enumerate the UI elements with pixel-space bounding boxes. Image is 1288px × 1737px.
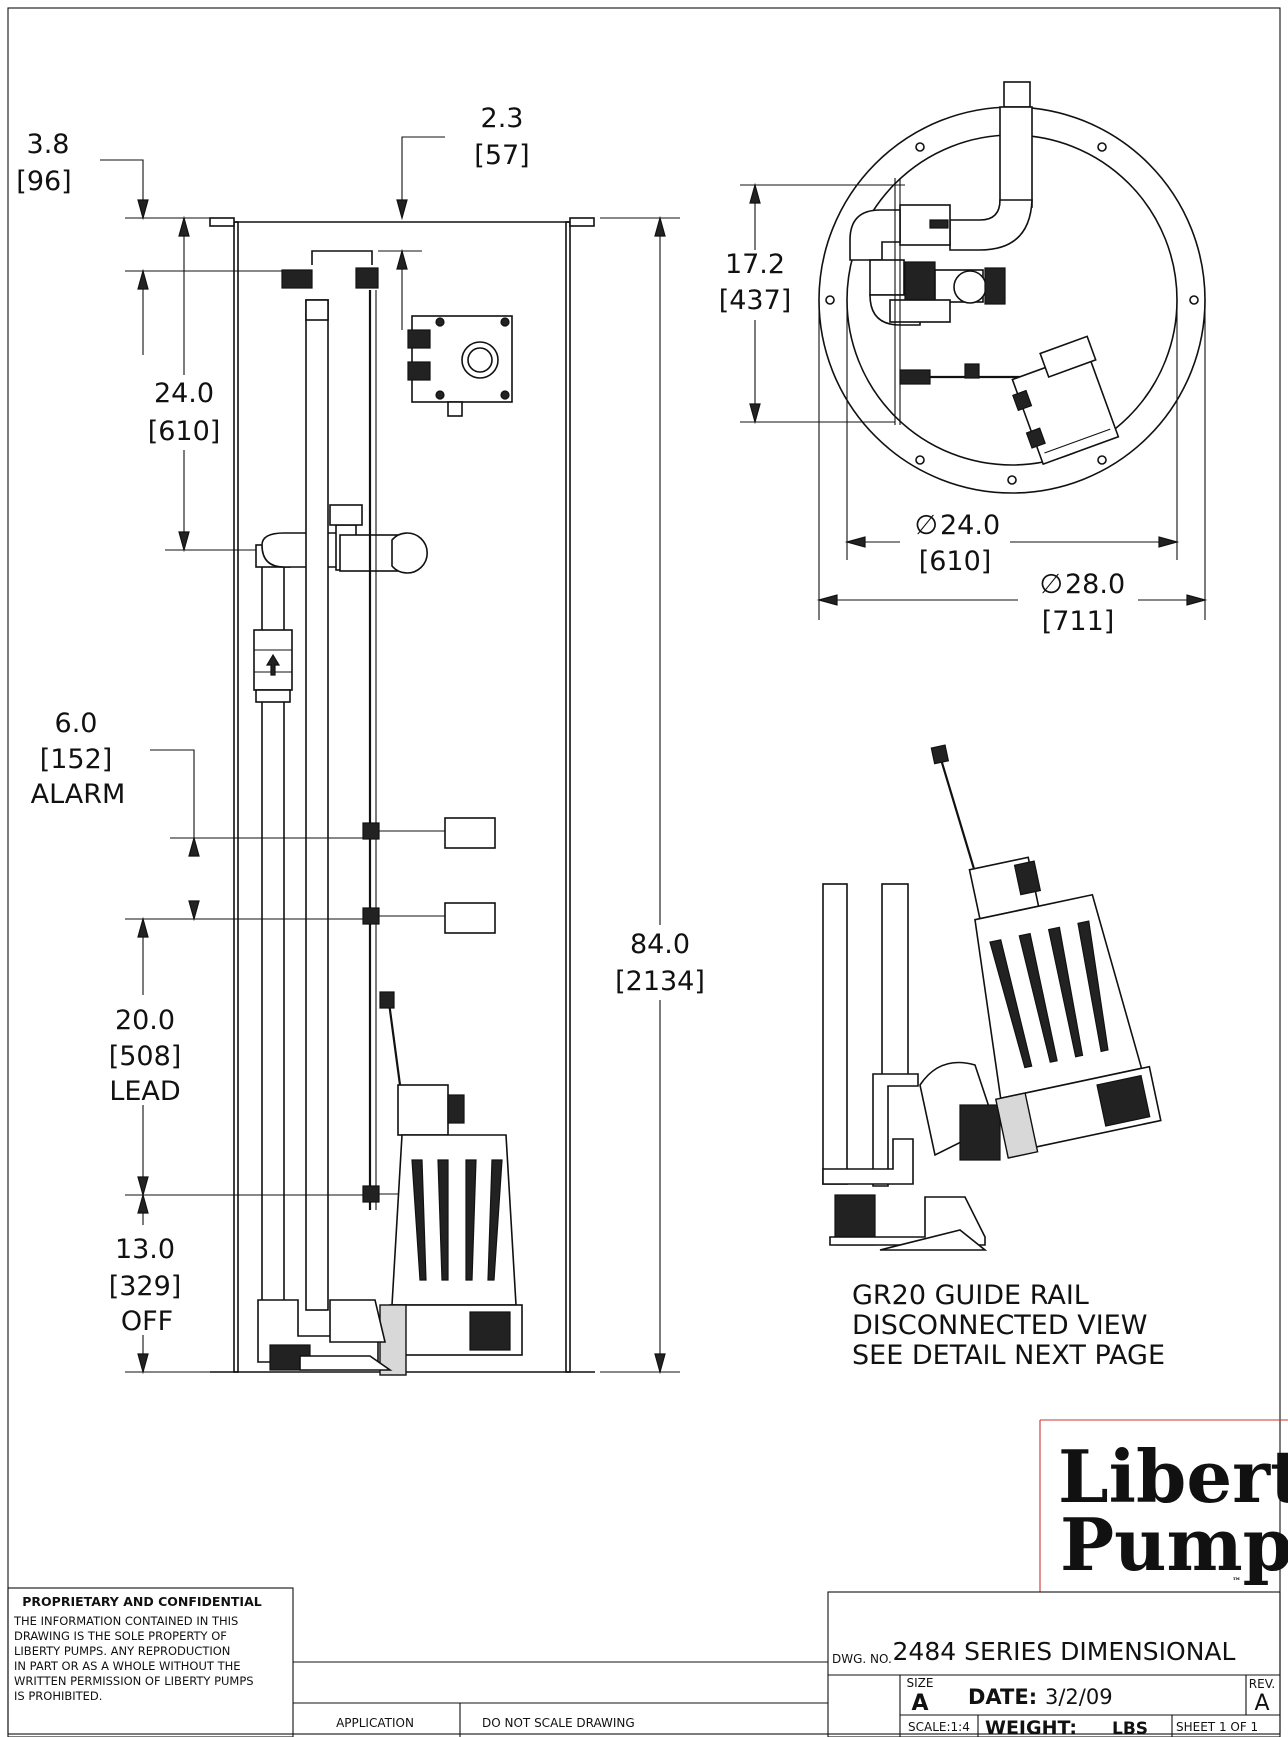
top-plan-view: 17.2 [437] ∅ 24.0 [610] ∅ 28.0 [711] (719, 81, 1208, 637)
dim-flange-mm: [57] (474, 140, 529, 171)
basin-wall-right (565, 221, 571, 1373)
size-label: SIZE (907, 1676, 934, 1690)
dim-inner-diameter-in: 24.0 (940, 510, 1000, 541)
date-label: DATE: (968, 1685, 1037, 1709)
logo-trademark: ™ (1232, 1577, 1241, 1587)
proprietary-line-1: THE INFORMATION CONTAINED IN THIS (13, 1614, 238, 1628)
basin-flange-left (209, 217, 235, 227)
proprietary-line-6: IS PROHIBITED. (14, 1689, 102, 1703)
guide-rail (305, 299, 329, 1311)
dim-alarm-label: ALARM (31, 779, 126, 810)
dwg-no-label: DWG. NO. (832, 1652, 892, 1666)
dim-top-gap-mm: [96] (16, 166, 71, 197)
proprietary-line-2: DRAWING IS THE SOLE PROPERTY OF (14, 1629, 227, 1643)
dim-depth-mm: [610] (148, 416, 221, 447)
base-elbow (257, 1299, 393, 1371)
dim-off-in: 13.0 (115, 1234, 175, 1265)
dim-inner-diameter-symbol: ∅ (914, 510, 938, 541)
lift-bracket (311, 250, 373, 265)
dim-overall-mm: [2134] (615, 966, 705, 997)
dim-top-depth-mm: [437] (719, 285, 792, 316)
dim-off-mm: [329] (109, 1271, 182, 1302)
guide-rail-pump (930, 744, 1162, 1159)
basin-flange-right (569, 217, 595, 227)
guide-rail-note-line1: GR20 GUIDE RAIL (852, 1280, 1089, 1311)
proprietary-line-4: IN PART OR AS A WHOLE WITHOUT THE (14, 1659, 241, 1673)
dim-alarm-mm: [152] (40, 744, 113, 775)
junction-box (407, 315, 513, 417)
sheet-border (7, 7, 1281, 1735)
side-elevation-view: 3.8 [96] 2.3 [57] 24.0 [610] 6.0 [152] A… (16, 103, 705, 1376)
guide-rail-note-line3: SEE DETAIL NEXT PAGE (852, 1340, 1165, 1371)
liberty-pumps-logo: Liberty Pumps ™ (1039, 1419, 1288, 1592)
dim-lead-in: 20.0 (115, 1005, 175, 1036)
discharge-riser (1003, 81, 1031, 108)
do-not-scale-note: DO NOT SCALE DRAWING (482, 1716, 635, 1730)
drawing-title: 2484 SERIES DIMENSIONAL (893, 1637, 1236, 1666)
dim-outer-diameter-symbol: ∅ (1039, 569, 1063, 600)
guide-rail-note-line2: DISCONNECTED VIEW (852, 1310, 1147, 1341)
dim-flange-in: 2.3 (481, 103, 524, 134)
sheet-number: SHEET 1 OF 1 (1176, 1720, 1258, 1734)
dim-lead-label: LEAD (109, 1076, 180, 1107)
size-value: A (911, 1691, 928, 1716)
dim-outer-diameter-in: 28.0 (1065, 569, 1125, 600)
rev-value: A (1254, 1691, 1269, 1716)
float-alarm (362, 817, 496, 849)
basin-wall-left (233, 221, 239, 1373)
dimension-lines-left (100, 136, 445, 1375)
dim-inner-diameter-mm: [610] (919, 546, 992, 577)
date-value: 3/2/09 (1045, 1685, 1113, 1709)
proprietary-notice: PROPRIETARY AND CONFIDENTIAL THE INFORMA… (7, 1587, 294, 1737)
dim-off-label: OFF (121, 1306, 173, 1337)
dim-top-depth-in: 17.2 (725, 249, 785, 280)
dim-overall-in: 84.0 (630, 929, 690, 960)
top-junction-box (1011, 335, 1120, 466)
rev-label: REV. (1249, 1677, 1275, 1691)
dim-outer-diameter-mm: [711] (1042, 606, 1115, 637)
proprietary-title: PROPRIETARY AND CONFIDENTIAL (22, 1594, 262, 1609)
guide-rail-disconnected-view: GR20 GUIDE RAIL DISCONNECTED VIEW SEE DE… (822, 744, 1165, 1371)
dimension-overall-height (600, 215, 680, 1375)
weight-label: WEIGHT: (985, 1717, 1077, 1737)
dim-top-gap-in: 3.8 (27, 129, 70, 160)
weight-unit: LBS (1112, 1719, 1148, 1737)
float-lead (362, 902, 496, 934)
dim-depth-in: 24.0 (154, 378, 214, 409)
grinder-pump (379, 991, 523, 1376)
scale-label: SCALE:1:4 (908, 1720, 970, 1734)
logo-line1: Liberty (1058, 1434, 1288, 1519)
application-label: APPLICATION (336, 1716, 414, 1730)
proprietary-line-3: LIBERTY PUMPS. ANY REPRODUCTION (14, 1644, 230, 1658)
logo-line2: Pumps (1060, 1502, 1288, 1587)
proprietary-line-5: WRITTEN PERMISSION OF LIBERTY PUMPS (14, 1674, 254, 1688)
dim-alarm-in: 6.0 (55, 708, 98, 739)
dim-lead-mm: [508] (109, 1041, 182, 1072)
title-block: APPLICATION DO NOT SCALE DRAWING DWG. NO… (293, 1591, 1281, 1737)
